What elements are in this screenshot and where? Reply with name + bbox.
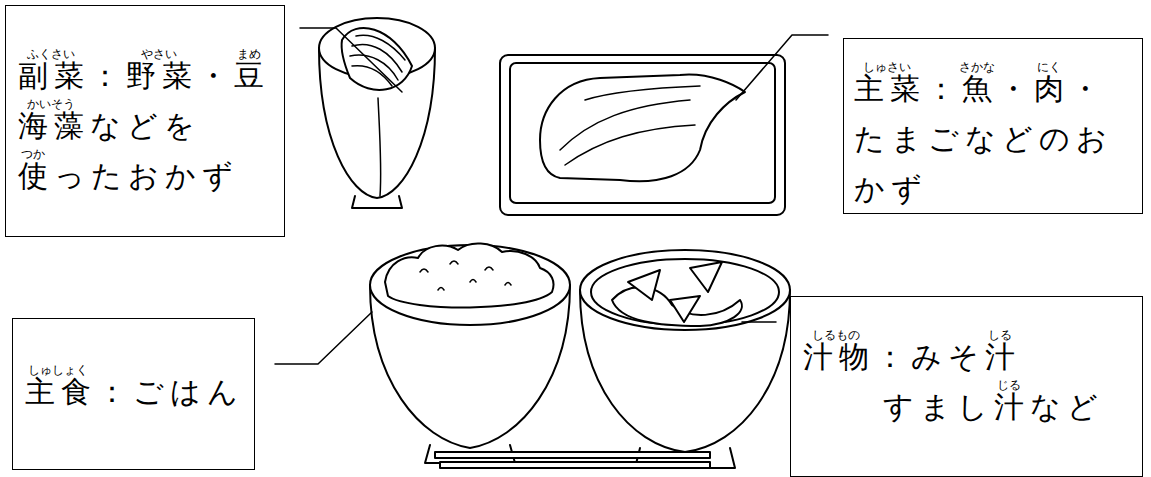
callout-box: 汁物：みそ汁 すまし汁など [790, 296, 1143, 477]
callout-box: 副菜：野菜・豆 海藻などを 使ったおかず [5, 5, 285, 237]
vegetable-piece [670, 296, 700, 322]
vegetable-piece [628, 270, 660, 300]
main-dish-plate [500, 55, 785, 215]
furigana: しる [988, 329, 1012, 341]
furigana: かいそう [27, 98, 75, 110]
furigana: つか [21, 148, 45, 160]
leader-line [300, 28, 402, 92]
chopstick [435, 452, 710, 458]
furigana: まめ [237, 48, 261, 60]
leader-line [275, 312, 372, 364]
furigana: さかな [959, 61, 995, 73]
soup-bowl [580, 250, 790, 468]
furigana: じる [997, 379, 1021, 391]
soup-surface [591, 259, 779, 325]
vegetable-food [342, 28, 412, 90]
furigana: しゅしょく [28, 364, 88, 376]
rice [385, 243, 554, 307]
callout-text: 主菜：魚・肉・ たまごなどのお かず [854, 64, 1129, 214]
side-dish-bowl [319, 18, 435, 208]
chopstick [440, 462, 710, 468]
callout-box: 主食：ごはん [12, 318, 255, 470]
furigana: にく [1037, 61, 1061, 73]
leader-line [736, 35, 828, 100]
bowl-shade [378, 98, 381, 196]
callout-text: 副菜：野菜・豆 海藻などを 使ったおかず [18, 51, 283, 201]
leader-line [742, 321, 776, 323]
chopsticks [435, 452, 710, 468]
plate-outer [500, 55, 785, 215]
rice-bowl [370, 243, 570, 463]
bowl-rim [580, 250, 790, 330]
fish-lines [560, 86, 700, 165]
callout-text: 汁物：みそ汁 すまし汁など [803, 332, 1113, 432]
furigana: しゅさい [863, 61, 911, 73]
leader-lines [275, 28, 828, 364]
furigana: やさい [141, 48, 177, 60]
rice-grains [420, 261, 511, 290]
furigana: しるもの [812, 329, 860, 341]
grilled-fish [540, 75, 745, 182]
seaweed [612, 287, 742, 326]
vegetable-piece [690, 262, 722, 292]
plate-inner [510, 63, 775, 203]
furigana: ふくさい [27, 48, 75, 60]
food-stripes [350, 35, 405, 86]
